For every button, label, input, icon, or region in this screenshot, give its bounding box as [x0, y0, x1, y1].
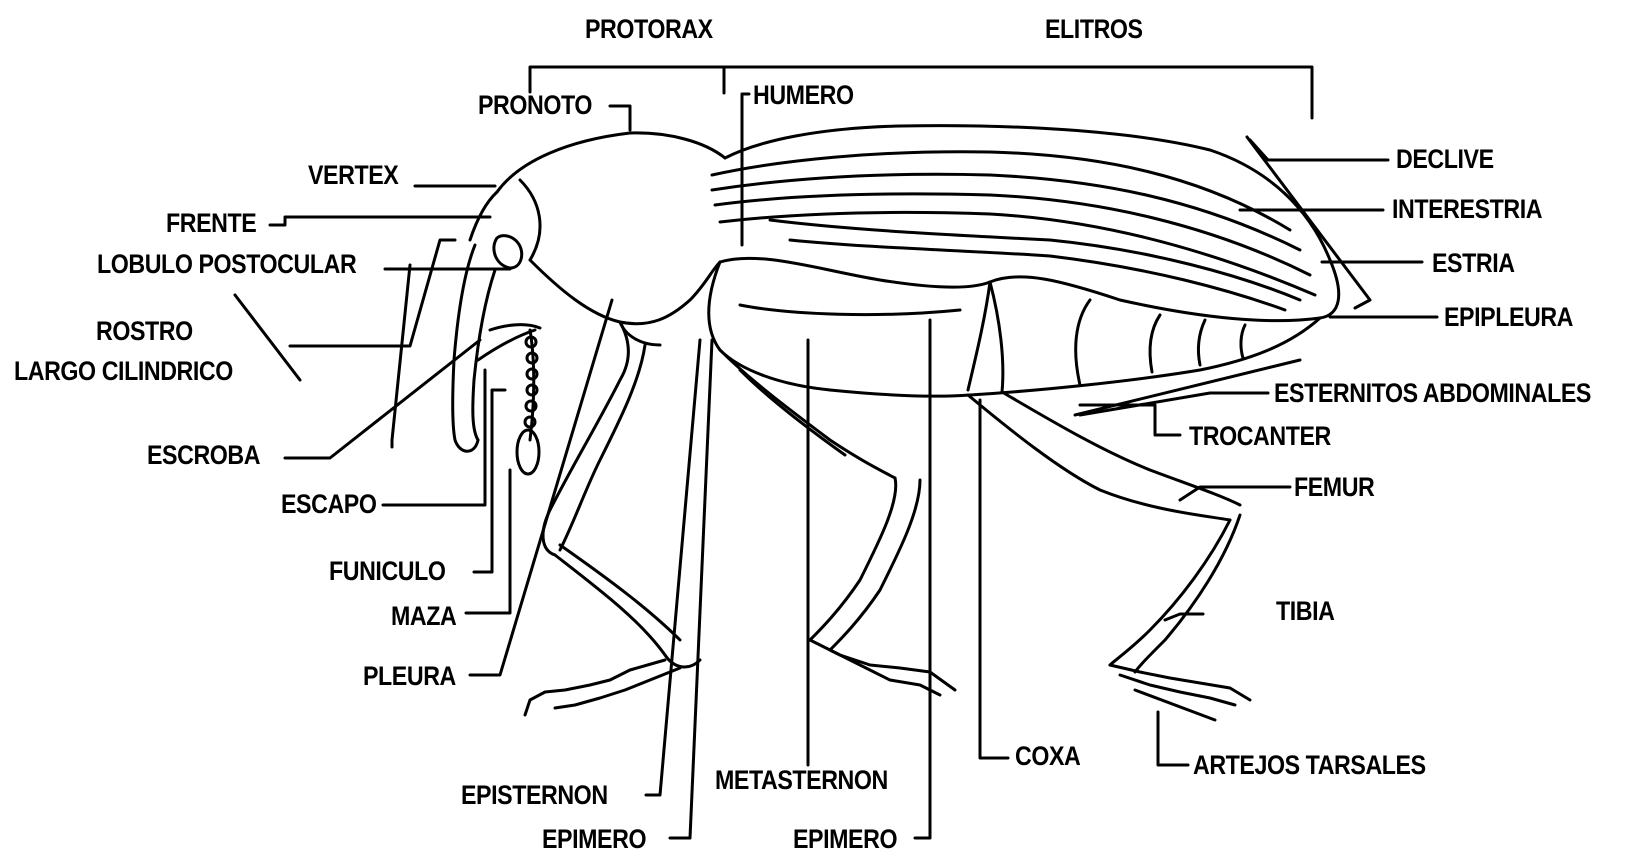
label-trocanter: TROCANTER [1189, 423, 1331, 450]
label-escroba: ESCROBA [147, 442, 260, 469]
label-tibia: TIBIA [1276, 598, 1334, 625]
label-rostro-line1: ROSTRO [96, 318, 193, 345]
label-humero: HUMERO [753, 82, 854, 109]
label-femur: FEMUR [1294, 474, 1374, 501]
label-escapo: ESCAPO [281, 491, 376, 518]
label-episternon: EPISTERNON [461, 782, 608, 809]
label-funiculo: FUNICULO [329, 558, 446, 585]
label-vertex: VERTEX [308, 162, 398, 189]
label-maza: MAZA [391, 603, 456, 630]
label-frente: FRENTE [166, 210, 256, 237]
leader-lines [235, 94, 1437, 838]
label-artejos-tarsales: ARTEJOS TARSALES [1193, 752, 1426, 779]
label-pleura: PLEURA [363, 663, 456, 690]
label-interestria: INTERESTRIA [1392, 196, 1542, 223]
label-protorax: PROTORAX [585, 16, 713, 43]
top-brackets [530, 67, 1312, 118]
label-declive: DECLIVE [1396, 146, 1494, 173]
label-epimero-1: EPIMERO [542, 826, 646, 853]
label-elitros: ELITROS [1045, 16, 1143, 43]
label-epipleura: EPIPLEURA [1444, 304, 1573, 331]
label-esternitos-abdominales: ESTERNITOS ABDOMINALES [1274, 380, 1591, 407]
label-epimero-2: EPIMERO [793, 826, 897, 853]
label-estria: ESTRIA [1432, 250, 1515, 277]
label-pronoto: PRONOTO [478, 92, 592, 119]
label-coxa: COXA [1015, 743, 1080, 770]
label-lobulo-postocular: LOBULO POSTOCULAR [97, 251, 356, 278]
label-rostro-line2: LARGO CILINDRICO [14, 358, 233, 385]
label-metasternon: METASTERNON [715, 767, 888, 794]
